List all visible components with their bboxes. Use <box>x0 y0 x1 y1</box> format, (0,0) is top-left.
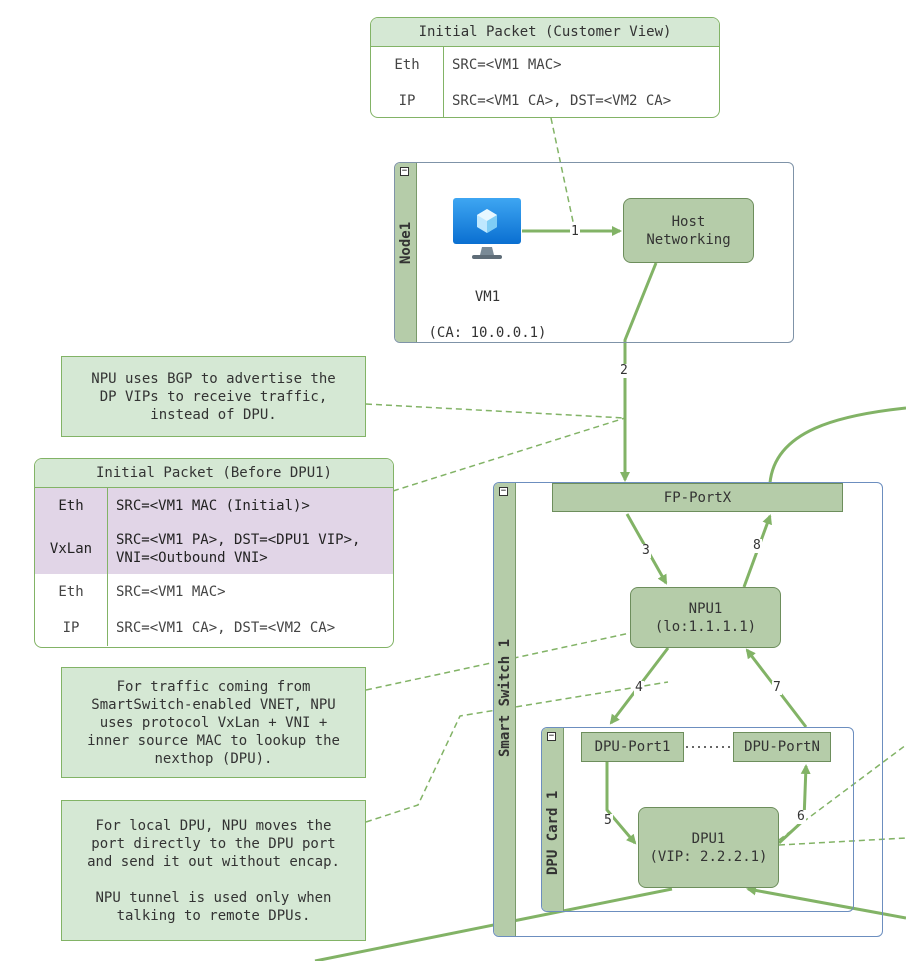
packet-key: Eth <box>371 47 444 83</box>
npu1-box[interactable]: NPU1 (lo:1.1.1.1) <box>630 587 781 648</box>
packet-key: VxLan <box>35 524 108 574</box>
packet-key: IP <box>35 610 108 646</box>
dpu-card-label: DPU Card 1 <box>545 790 561 876</box>
port-dotted-link <box>686 746 732 748</box>
npu1-lo: (lo:1.1.1.1) <box>654 618 757 635</box>
packet-row: VxLan SRC=<VM1 PA>, DST=<DPU1 VIP>, VNI=… <box>35 524 393 574</box>
dpu-port1-box[interactable]: DPU-Port1 <box>581 732 684 762</box>
packet-before-dpu1: Initial Packet (Before DPU1) Eth SRC=<VM… <box>34 458 394 648</box>
node1-container[interactable]: − Node1 <box>394 162 794 343</box>
node1-label: Node1 <box>398 221 414 265</box>
packet-row: Eth SRC=<VM1 MAC (Initial)> <box>35 488 393 524</box>
packet-value: SRC=<VM1 CA>, DST=<VM2 CA> <box>452 93 672 109</box>
dpu1-vip: (VIP: 2.2.2.1) <box>649 848 768 865</box>
packet-value: SRC=<VM1 MAC (Initial)> <box>116 498 310 514</box>
edge-label-7: 7 <box>772 680 782 695</box>
note-local-dpu: For local DPU, NPU moves the port direct… <box>61 800 366 941</box>
edge-5 <box>605 762 637 845</box>
vm1-name: VM1 <box>474 289 501 305</box>
dpu-portn-label: DPU-PortN <box>744 739 820 755</box>
edge-label-2: 2 <box>619 363 629 378</box>
smart-switch-container[interactable]: − Smart Switch 1 <box>493 482 883 937</box>
edge-label-4: 4 <box>634 680 644 695</box>
edge-2 <box>620 262 658 482</box>
fp-port-box[interactable]: FP-PortX <box>552 483 843 512</box>
fp-port-label: FP-PortX <box>663 489 732 506</box>
dashed-note-local <box>365 681 669 823</box>
edge-label-6: 6 <box>796 809 806 824</box>
packet-row: Eth SRC=<VM1 MAC> <box>35 574 393 610</box>
packet-value: SRC=<VM1 PA>, DST=<DPU1 VIP>, VNI=<Outbo… <box>116 532 361 566</box>
packet-key: IP <box>371 83 444 117</box>
packet-before-title: Initial Packet (Before DPU1) <box>35 459 393 488</box>
dashed-packet-before-dpu <box>392 417 626 492</box>
dashed-note-bgp <box>365 403 626 419</box>
vm1-caption: VM1 (CA: 10.0.0.1) <box>420 270 555 341</box>
packet-value: SRC=<VM1 MAC> <box>452 57 562 73</box>
edge-label-1: 1 <box>570 224 580 239</box>
vm1-ca: (CA: 10.0.0.1) <box>428 325 547 341</box>
packet-customer-title: Initial Packet (Customer View) <box>371 18 719 47</box>
collapse-icon[interactable]: − <box>400 166 409 176</box>
edge-fp-out <box>768 406 906 484</box>
dpu-port1-label: DPU-Port1 <box>594 739 671 755</box>
collapse-icon[interactable]: − <box>547 731 556 741</box>
packet-value: SRC=<VM1 MAC> <box>116 584 226 600</box>
packet-value: SRC=<VM1 CA>, DST=<VM2 CA> <box>116 620 336 636</box>
node1-header: − Node1 <box>395 163 417 342</box>
packet-customer-view: Initial Packet (Customer View) Eth SRC=<… <box>370 17 720 118</box>
note-vxlan-lookup: For traffic coming from SmartSwitch-enab… <box>61 667 366 778</box>
edge-label-3: 3 <box>641 543 651 558</box>
edge-dpu-in-right <box>746 885 906 920</box>
dpu-card-container[interactable]: − DPU Card 1 <box>541 727 854 912</box>
dpu1-box[interactable]: DPU1 (VIP: 2.2.2.1) <box>638 807 779 888</box>
smart-switch-header: − Smart Switch 1 <box>494 483 516 936</box>
vm-monitor-icon[interactable] <box>452 197 522 263</box>
dashed-dpu-right <box>778 837 906 846</box>
packet-row: IP SRC=<VM1 CA>, DST=<VM2 CA> <box>371 83 719 117</box>
dpu-portn-box[interactable]: DPU-PortN <box>733 732 831 762</box>
dashed-dpu-up-right <box>778 744 906 841</box>
dpu1-name: DPU1 <box>691 830 726 847</box>
collapse-icon[interactable]: − <box>499 486 508 496</box>
note-bgp: NPU uses BGP to advertise the DP VIPs to… <box>61 356 366 437</box>
edge-label-8: 8 <box>752 538 762 553</box>
smart-switch-label: Smart Switch 1 <box>497 639 513 758</box>
dpu-card-header: − DPU Card 1 <box>542 728 564 911</box>
packet-key: Eth <box>35 488 108 524</box>
edge-label-5: 5 <box>603 813 613 828</box>
packet-row: IP SRC=<VM1 CA>, DST=<VM2 CA> <box>35 610 393 646</box>
packet-row: Eth SRC=<VM1 MAC> <box>371 47 719 83</box>
npu1-name: NPU1 <box>688 600 723 617</box>
packet-key: Eth <box>35 574 108 610</box>
host-networking-box[interactable]: Host Networking <box>623 198 754 263</box>
host-networking-label: Host Networking <box>646 213 731 248</box>
